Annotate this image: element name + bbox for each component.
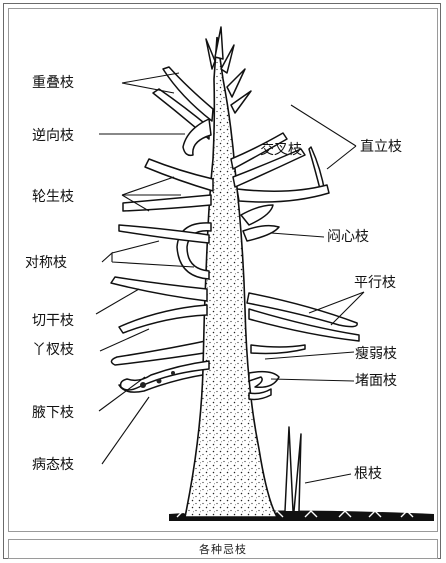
leader-lines [95, 72, 365, 484]
figure-frame: 重叠枝 逆向枝 轮生枝 对称枝 切干枝 丫杈枝 腋下枝 病态枝 直立枝 交叉枝 … [3, 3, 441, 559]
label-overlapping: 重叠枝 [32, 75, 74, 91]
branches-left [110, 66, 214, 391]
label-whorl: 轮生枝 [32, 189, 74, 205]
labels: 重叠枝 逆向枝 轮生枝 对称枝 切干枝 丫杈枝 腋下枝 病态枝 直立枝 交叉枝 … [25, 75, 402, 482]
label-axillary: 腋下枝 [32, 405, 74, 421]
label-upright: 直立枝 [360, 138, 402, 155]
crown [205, 26, 252, 114]
label-crossing: 交叉枝 [260, 141, 302, 158]
branches-right [230, 132, 360, 401]
tree-diagram: 重叠枝 逆向枝 轮生枝 对称枝 切干枝 丫杈枝 腋下枝 病态枝 直立枝 交叉枝 … [25, 26, 434, 521]
tree-illustration: 重叠枝 逆向枝 轮生枝 对称枝 切干枝 丫杈枝 腋下枝 病态枝 直立枝 交叉枝 … [8, 8, 438, 532]
label-parallel: 平行枝 [354, 275, 396, 291]
label-cut-trunk: 切干枝 [32, 313, 74, 329]
label-reverse: 逆向枝 [32, 128, 74, 144]
caption-bar: 各种忌枝 [8, 539, 438, 559]
root-shoot [284, 426, 302, 512]
label-diseased: 病态枝 [32, 457, 74, 473]
label-stuffy-heart: 闷心枝 [327, 229, 369, 245]
label-root: 根枝 [354, 466, 382, 482]
figure-caption: 各种忌枝 [199, 543, 247, 556]
label-weak: 瘦弱枝 [355, 345, 397, 362]
label-symmetric: 对称枝 [25, 255, 67, 271]
label-fork: 丫杈枝 [32, 342, 74, 358]
label-blocking: 堵面枝 [355, 373, 397, 389]
